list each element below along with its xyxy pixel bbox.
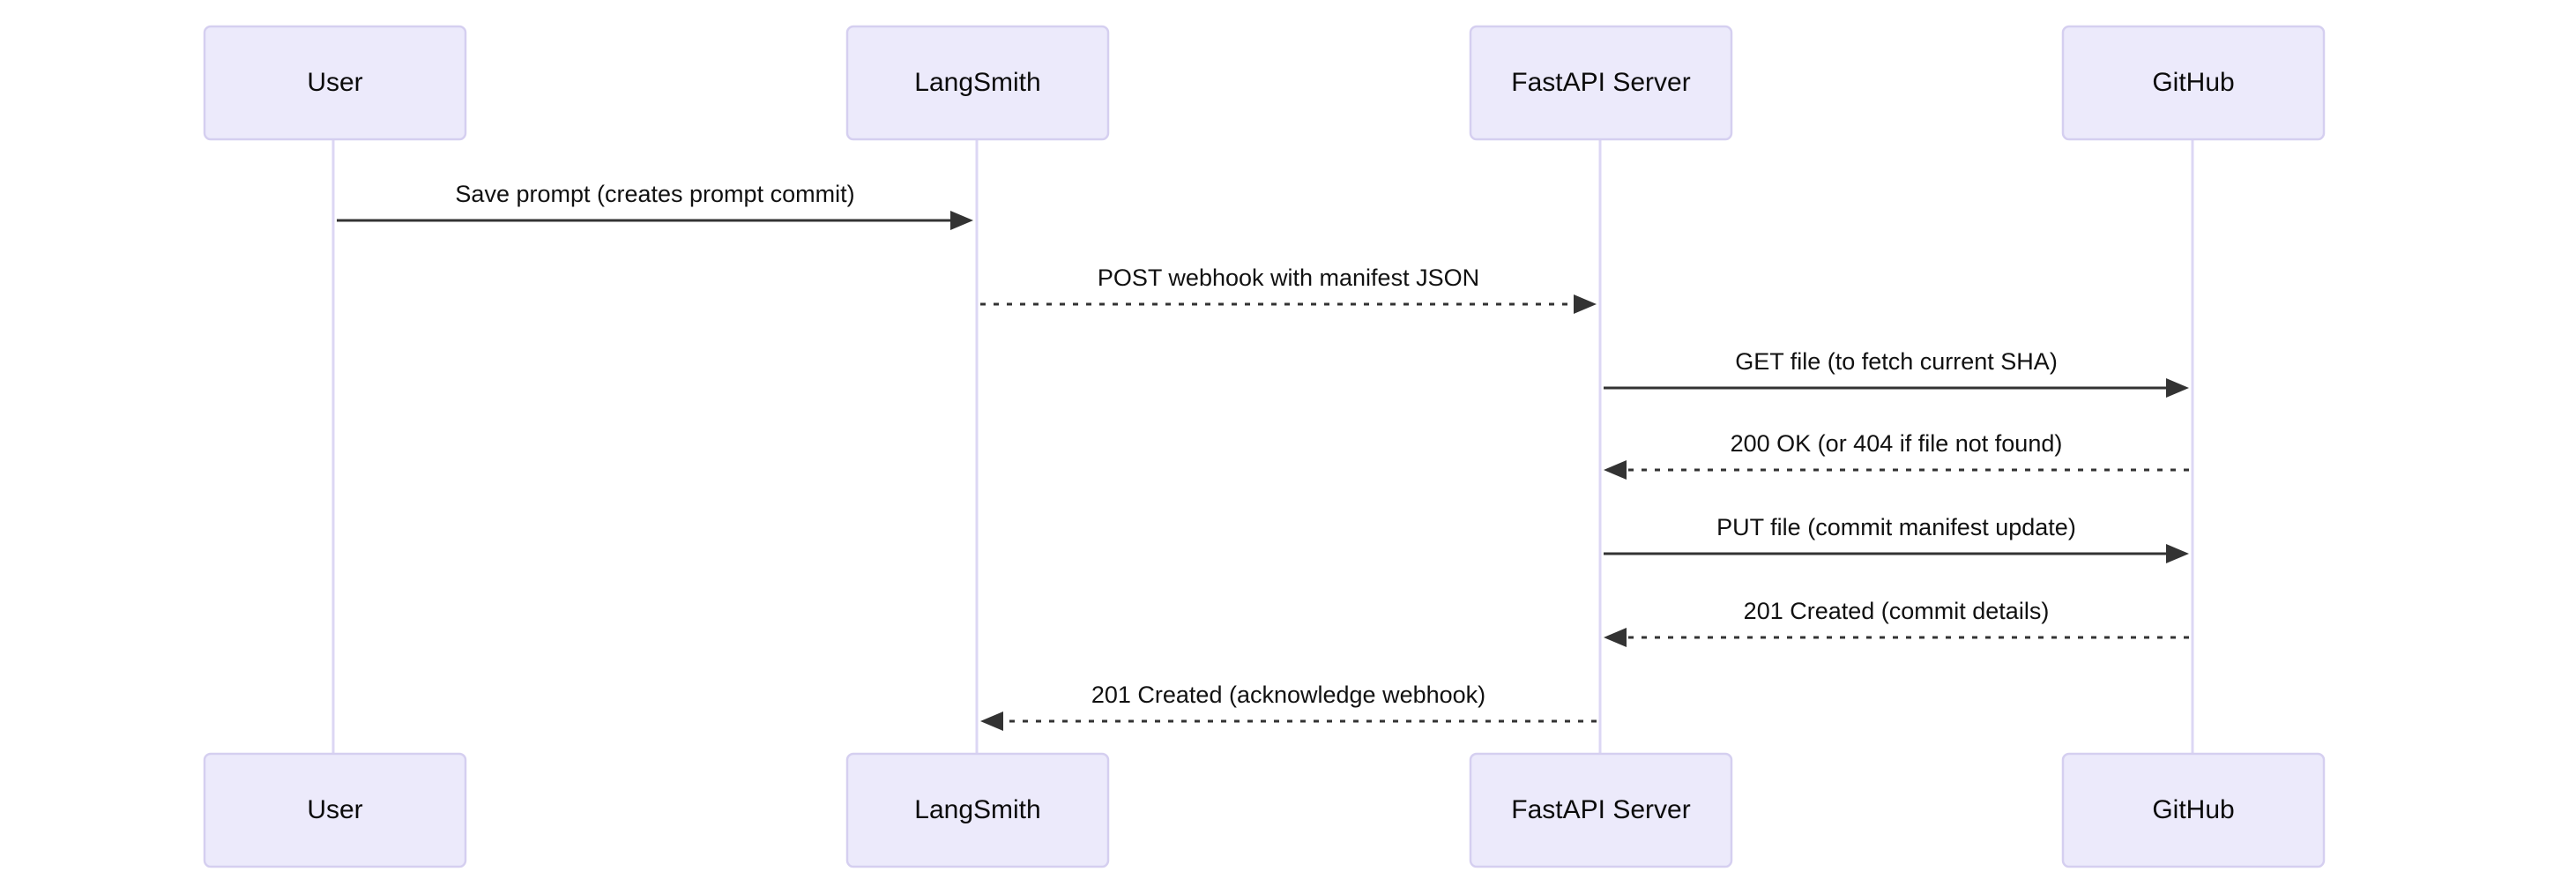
lifelines-layer <box>331 139 2194 754</box>
message-arrowhead-4 <box>1604 460 1627 480</box>
message-label-5: PUT file (commit manifest update) <box>1716 514 2076 540</box>
actor-box-shape-user <box>203 752 467 868</box>
message-arrowhead-7 <box>980 711 1003 731</box>
message-arrowhead-2 <box>1574 294 1597 314</box>
actor-box-shape-user <box>203 25 467 141</box>
message-label-7: 201 Created (acknowledge webhook) <box>1091 682 1485 708</box>
message-label-1: Save prompt (creates prompt commit) <box>455 181 854 207</box>
actor-box-github-top[interactable]: GitHub <box>2061 25 2326 141</box>
actor-boxes-top: User LangSmith FastAPI Server GitHub <box>203 25 2326 141</box>
actor-label-user: User <box>307 68 362 97</box>
message-6-github-to-fastapi: 201 Created (commit details) <box>1604 598 2189 647</box>
actor-box-fastapi-top[interactable]: FastAPI Server <box>1469 25 1733 141</box>
actor-box-langsmith-bottom[interactable]: LangSmith <box>845 752 1110 868</box>
message-label-2: POST webhook with manifest JSON <box>1098 264 1479 291</box>
actor-box-shape-github <box>2061 25 2326 141</box>
actor-label-github: GitHub <box>2152 68 2234 97</box>
actor-box-shape-langsmith <box>845 25 1110 141</box>
actor-label-langsmith: LangSmith <box>914 68 1040 97</box>
message-2-langsmith-to-fastapi: POST webhook with manifest JSON <box>980 264 1597 314</box>
actor-label-langsmith: LangSmith <box>914 795 1040 824</box>
actor-box-fastapi-bottom[interactable]: FastAPI Server <box>1469 752 1733 868</box>
messages-layer: Save prompt (creates prompt commit) POST … <box>337 181 2189 731</box>
actor-box-shape-fastapi <box>1469 25 1733 141</box>
message-label-3: GET file (to fetch current SHA) <box>1735 348 2058 375</box>
message-7-fastapi-to-langsmith: 201 Created (acknowledge webhook) <box>980 682 1597 731</box>
actor-box-shape-fastapi <box>1469 752 1733 868</box>
actor-box-shape-github <box>2061 752 2326 868</box>
actor-box-github-bottom[interactable]: GitHub <box>2061 752 2326 868</box>
actor-label-fastapi: FastAPI Server <box>1511 795 1690 824</box>
message-arrowhead-3 <box>2166 378 2189 398</box>
actor-box-shape-langsmith <box>845 752 1110 868</box>
message-1-user-to-langsmith: Save prompt (creates prompt commit) <box>337 181 973 230</box>
actor-boxes-bottom: User LangSmith FastAPI Server GitHub <box>203 752 2326 868</box>
actor-label-github: GitHub <box>2152 795 2234 824</box>
message-4-github-to-fastapi: 200 OK (or 404 if file not found) <box>1604 430 2189 480</box>
message-arrowhead-1 <box>950 211 973 230</box>
actor-label-user: User <box>307 795 362 824</box>
message-3-fastapi-to-github: GET file (to fetch current SHA) <box>1604 348 2189 398</box>
actor-box-user-bottom[interactable]: User <box>203 752 467 868</box>
message-arrowhead-5 <box>2166 544 2189 563</box>
actor-box-langsmith-top[interactable]: LangSmith <box>845 25 1110 141</box>
actor-box-user-top[interactable]: User <box>203 25 467 141</box>
message-5-fastapi-to-github: PUT file (commit manifest update) <box>1604 514 2189 563</box>
actor-label-fastapi: FastAPI Server <box>1511 68 1690 97</box>
message-label-6: 201 Created (commit details) <box>1744 598 2050 624</box>
message-label-4: 200 OK (or 404 if file not found) <box>1731 430 2063 457</box>
message-arrowhead-6 <box>1604 628 1627 647</box>
